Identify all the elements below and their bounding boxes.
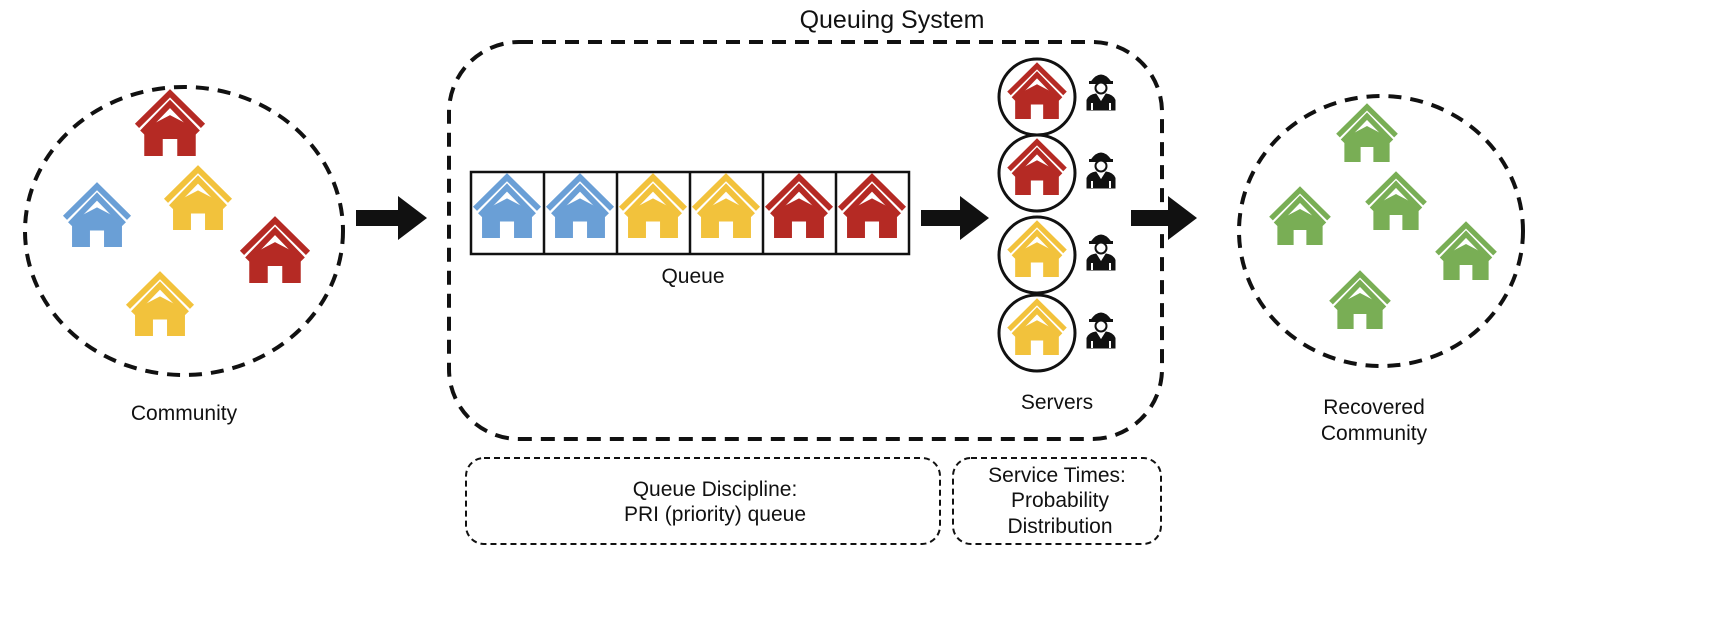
recovered-label-line2: Community bbox=[1321, 422, 1428, 445]
server-circle bbox=[997, 215, 1077, 295]
house-icon bbox=[1007, 138, 1067, 195]
recovered-community-circle bbox=[1237, 94, 1525, 368]
house-icon bbox=[1336, 103, 1398, 162]
community-houses bbox=[62, 89, 311, 336]
queue-label: Queue bbox=[661, 265, 724, 288]
service-times-box bbox=[952, 457, 1162, 545]
service-times-line2: Probability bbox=[1011, 489, 1110, 512]
community-label: Community bbox=[131, 402, 238, 425]
house-icon bbox=[618, 173, 688, 238]
community-circle bbox=[23, 85, 345, 377]
house-icon bbox=[472, 173, 542, 238]
arrow-right-icon bbox=[921, 196, 989, 240]
system-title: Queuing System bbox=[800, 6, 985, 34]
worker-icon bbox=[1086, 312, 1116, 349]
house-icon bbox=[764, 173, 834, 238]
arrow-right-icon bbox=[356, 196, 427, 240]
server-circle bbox=[997, 133, 1077, 213]
house-icon bbox=[1007, 62, 1067, 119]
worker-icon bbox=[1086, 74, 1116, 111]
server-houses bbox=[1007, 62, 1067, 355]
queue-box bbox=[469, 170, 911, 256]
house-icon bbox=[1007, 298, 1067, 355]
house-icon bbox=[1269, 186, 1331, 245]
house-icon bbox=[1329, 270, 1391, 329]
house-icon bbox=[62, 182, 132, 247]
recovered-houses bbox=[1269, 103, 1497, 329]
house-icon bbox=[691, 173, 761, 238]
house-icon bbox=[163, 165, 233, 230]
queuing-system-boundary bbox=[447, 40, 1164, 441]
arrow-right-icon bbox=[1131, 196, 1197, 240]
house-icon bbox=[545, 173, 615, 238]
queue-discipline-line1: Queue Discipline: bbox=[633, 478, 798, 501]
queue-discipline-box bbox=[465, 457, 941, 545]
queue-discipline-line2: PRI (priority) queue bbox=[624, 503, 806, 526]
recovered-label-line1: Recovered bbox=[1323, 396, 1425, 419]
queue-houses bbox=[472, 173, 907, 238]
server-circle bbox=[997, 293, 1077, 373]
house-icon bbox=[1365, 171, 1427, 230]
house-icon bbox=[239, 216, 311, 283]
servers-label: Servers bbox=[1021, 391, 1093, 414]
workers bbox=[1086, 74, 1116, 349]
service-times-line3: Distribution bbox=[1007, 515, 1112, 538]
servers-group bbox=[997, 57, 1077, 373]
worker-icon bbox=[1086, 152, 1116, 189]
house-icon bbox=[134, 89, 206, 156]
service-times-line1: Service Times: bbox=[988, 464, 1126, 487]
house-icon bbox=[1435, 221, 1497, 280]
house-icon bbox=[1007, 220, 1067, 277]
house-icon bbox=[125, 271, 195, 336]
worker-icon bbox=[1086, 234, 1116, 271]
house-icon bbox=[837, 173, 907, 238]
